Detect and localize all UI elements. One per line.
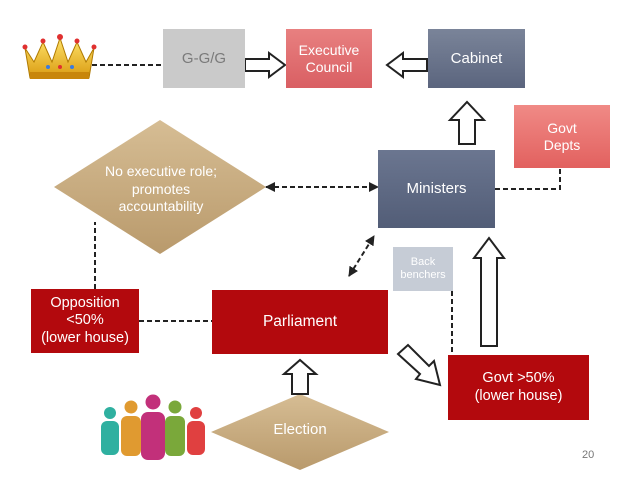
parliament-label: Parliament [262, 312, 338, 330]
govt-depts-label: Govt Depts [543, 119, 581, 153]
crown-icon [22, 34, 97, 79]
page-number: 20 [582, 449, 595, 461]
election-label: Election [273, 421, 327, 438]
cabinet-box: Cabinet [428, 29, 525, 88]
governor-general-box: G-G/G [163, 29, 245, 88]
parliament-box: Parliament [212, 290, 388, 354]
governor-general-label: G-G/G [181, 49, 227, 67]
executive-council-label: Executive Council [298, 41, 360, 75]
back-benchers-box: Back benchers [393, 247, 453, 291]
ministers-govtdepts-connector [495, 168, 561, 190]
people-group-icon [101, 394, 205, 460]
executive-council-box: Executive Council [286, 29, 372, 88]
ministers-label: Ministers [406, 180, 467, 197]
parliament-to-govt-arrow [396, 343, 442, 387]
election-diamond [211, 394, 389, 470]
cabinet-label: Cabinet [450, 49, 503, 67]
no-exec-role-label: No executive role; promotes accountabili… [104, 163, 218, 214]
election-to-parliament-arrow [281, 358, 319, 395]
parliament-ministers-connector [348, 235, 375, 277]
govt-majority-label: Govt >50% (lower house) [474, 370, 563, 404]
opposition-box: Opposition <50% (lower house) [31, 289, 139, 353]
no-exec-role-diamond [54, 120, 266, 254]
govt-majority-box: Govt >50% (lower house) [448, 355, 589, 420]
govt-depts-box: Govt Depts [514, 105, 610, 168]
cabinet-to-exec-arrow [385, 51, 428, 79]
ministers-box: Ministers [378, 150, 495, 228]
ministers-to-cabinet-arrow [447, 100, 487, 145]
gg-to-exec-arrow [244, 51, 287, 79]
govt-to-ministers-arrow [472, 236, 506, 347]
back-benchers-label: Back benchers [400, 255, 446, 281]
opposition-label: Opposition <50% (lower house) [41, 294, 129, 346]
